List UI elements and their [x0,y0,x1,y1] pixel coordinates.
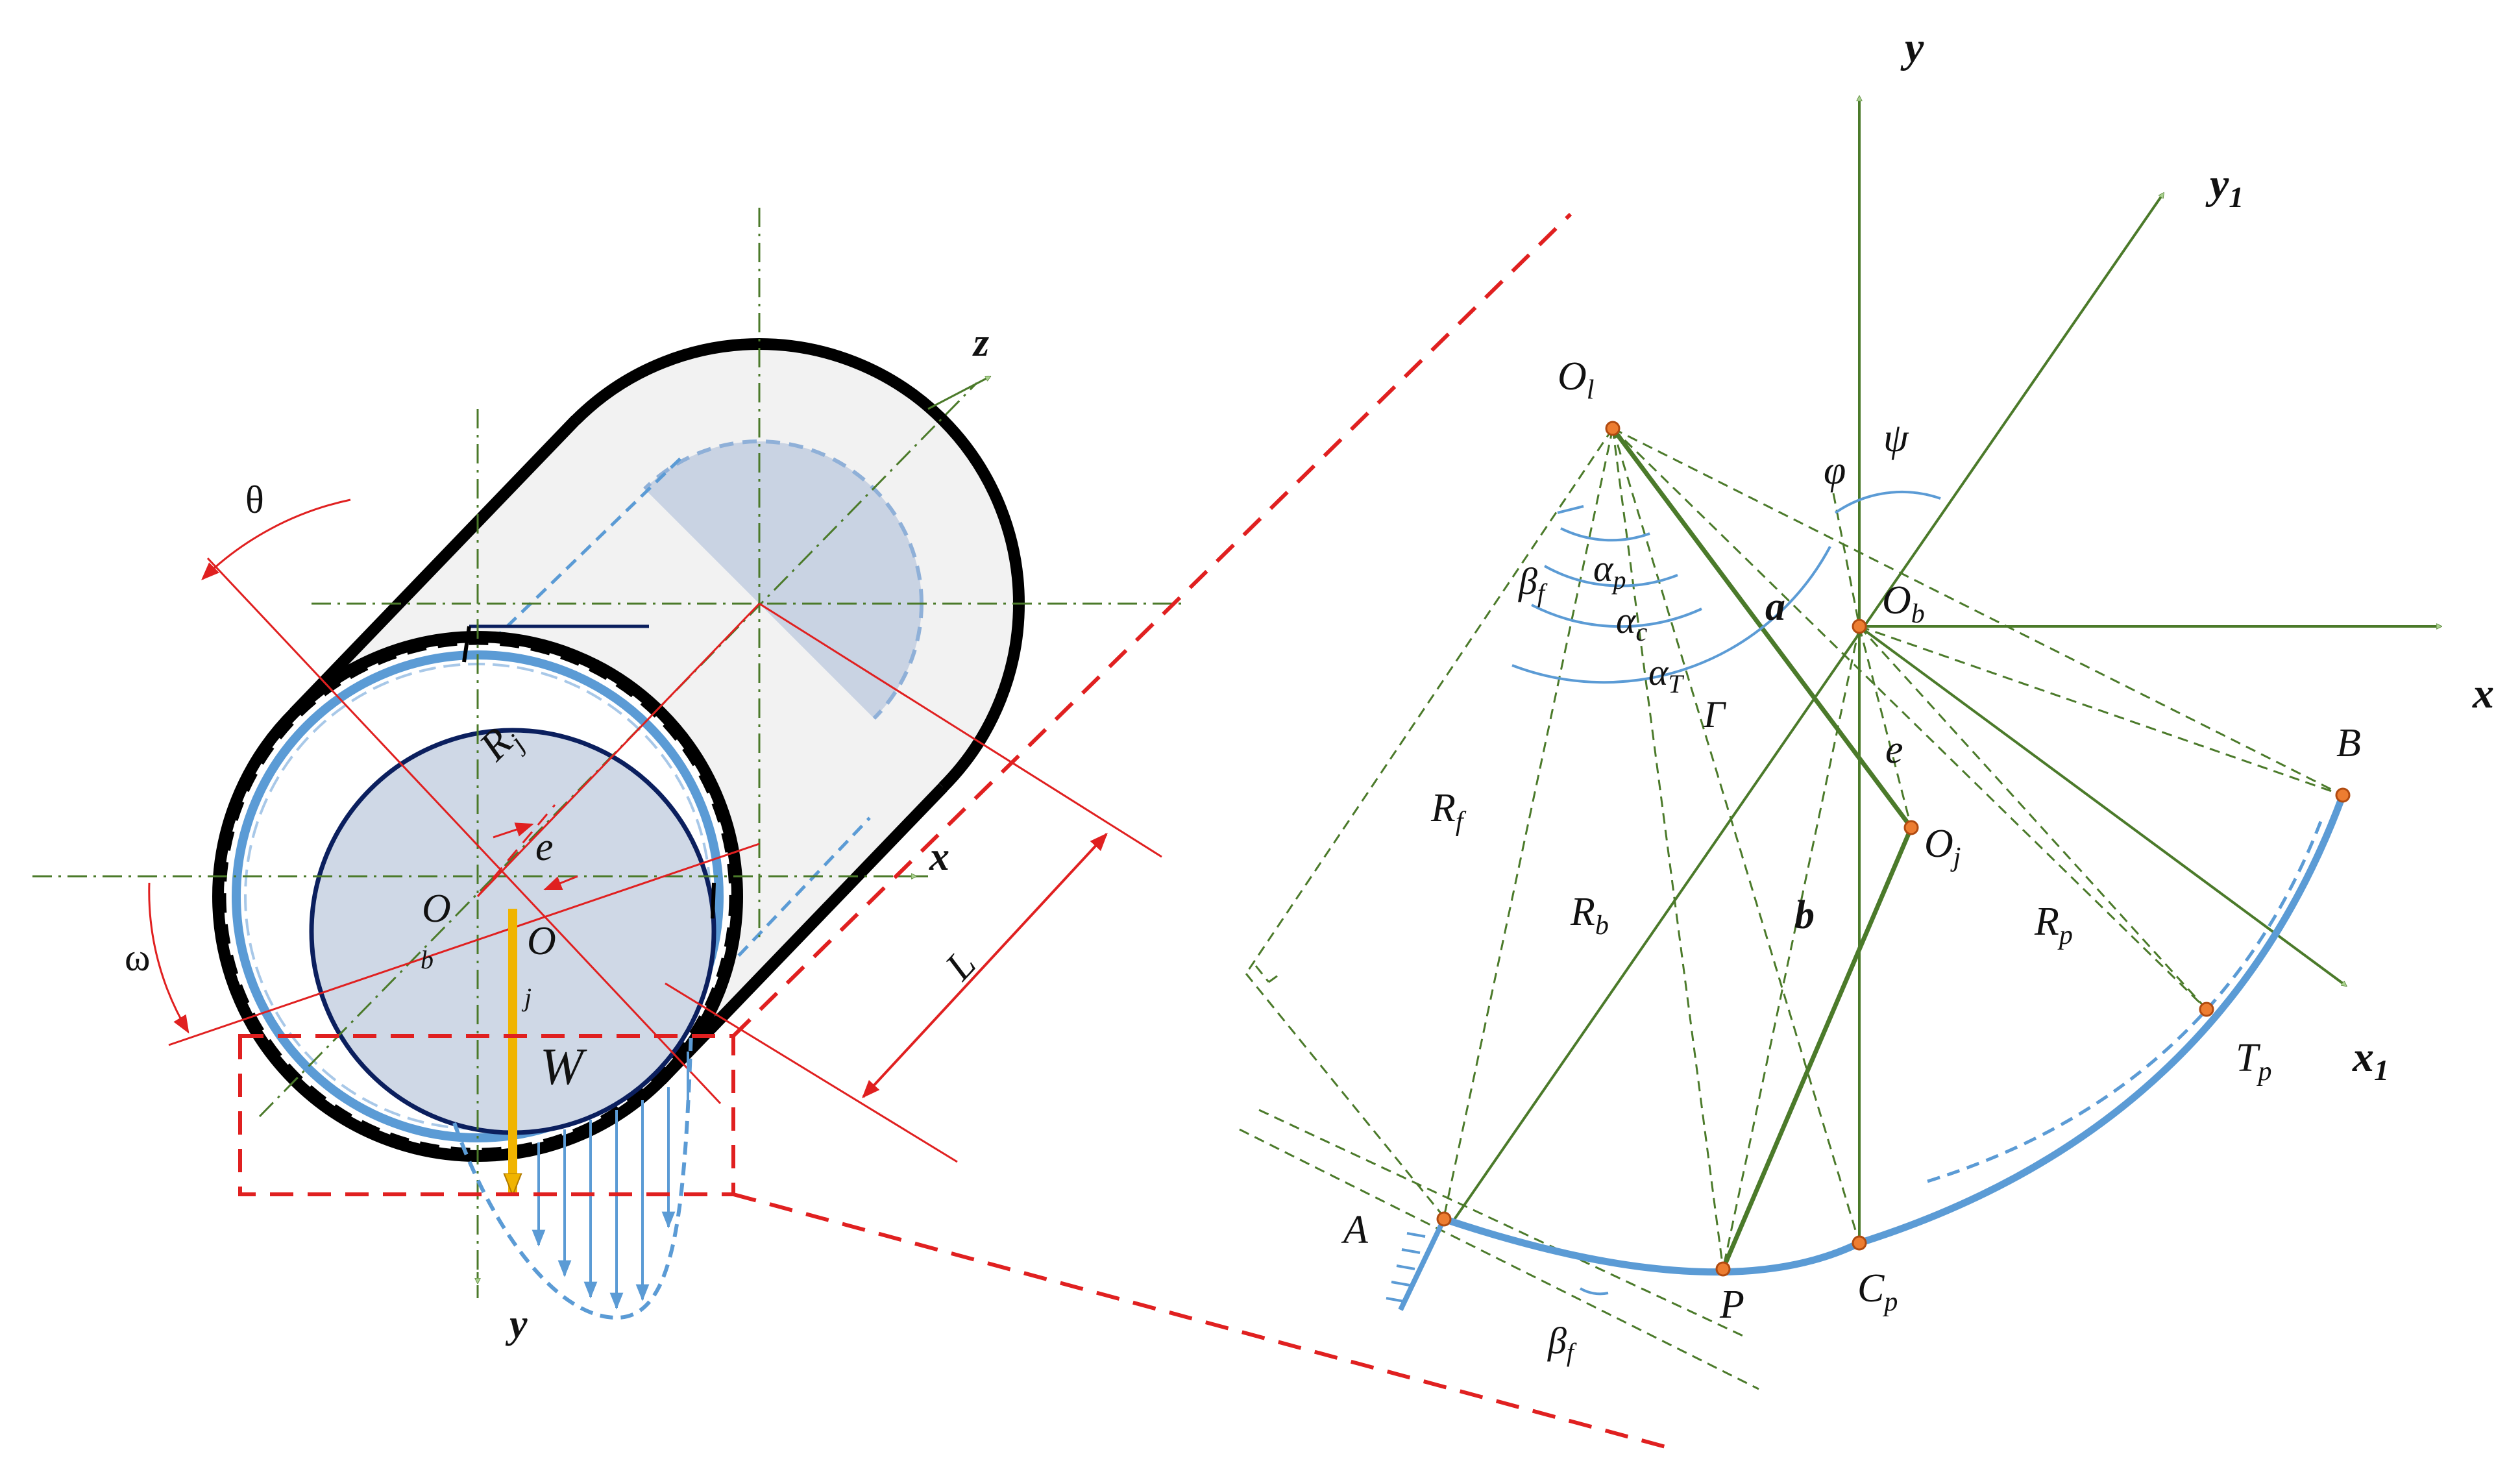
eccentricity-label: e [535,825,554,869]
bearing-center-label-right: Ob [1882,578,1925,629]
x-axis-label: x [929,835,949,879]
theta-label: θ [245,478,264,521]
beta-f-bottom-label: βf [1547,1320,1577,1367]
right-axes [1452,101,2437,1246]
rb-label: Rb [1570,890,1609,941]
load-label: W [540,1039,587,1096]
bearing-pad-geometry: y y1 x x1 Ol Ob Oj ψ φ αp αc αT βf βf Γ … [1239,24,2494,1390]
y-axis-label: y [505,1302,528,1346]
pivot-point [1605,421,1621,436]
omega-label: ω [125,936,151,979]
point-tp [2199,1002,2214,1017]
angle-arcs [1511,490,1941,1296]
pivot-label: Ol [1558,354,1594,405]
right-links [1611,426,1914,1270]
e-label-right: e [1885,728,1903,772]
point-a [1436,1211,1452,1227]
zoom-box [238,212,1669,1449]
point-p [1715,1261,1731,1277]
alpha-c-label: αc [1616,599,1647,646]
point-tp-label: Tp [2236,1036,2271,1087]
left-center-lines [32,208,1181,1298]
length-label: L [936,942,985,989]
right-labels: y y1 x x1 Ol Ob Oj ψ φ αp αc αT βf βf Γ … [1341,24,2494,1367]
x-axis-label-right: x [2472,670,2494,717]
pressure-distribution [452,1031,693,1320]
link-a-label: a [1765,585,1785,629]
point-p-label: P [1719,1283,1744,1327]
point-b-label: B [2336,721,2361,765]
point-b [2335,787,2351,803]
bearing-pad [1386,794,2347,1311]
bearing-center-point [1852,619,1867,634]
rp-label: Rp [2034,900,2073,950]
alpha-p-label: αp [1593,547,1626,595]
phi-label: φ [1824,449,1846,493]
point-cp [1852,1235,1867,1251]
y1-axis-label: y1 [2205,160,2244,214]
journal-center-point [1903,820,1919,835]
rf-label: Rf [1430,786,1467,837]
point-cp-label: Cp [1857,1266,1898,1317]
z-axis-label: z [972,321,989,365]
beta-f-label: βf [1518,560,1548,608]
gamma-label: Γ [1703,693,1726,735]
left-red-lines [148,499,1162,1163]
alpha-t-label: αT [1648,651,1684,698]
link-b-label: b [1794,893,1815,937]
right-construction-lines [1239,427,2343,1390]
psi-label: ψ [1883,416,1909,460]
right-points [1436,421,2351,1277]
journal-center-label-right: Oj [1924,822,1961,872]
x1-axis-label: x1 [2352,1033,2389,1087]
y-axis-label-right: y [1900,24,1924,71]
point-a-label: A [1341,1208,1369,1252]
